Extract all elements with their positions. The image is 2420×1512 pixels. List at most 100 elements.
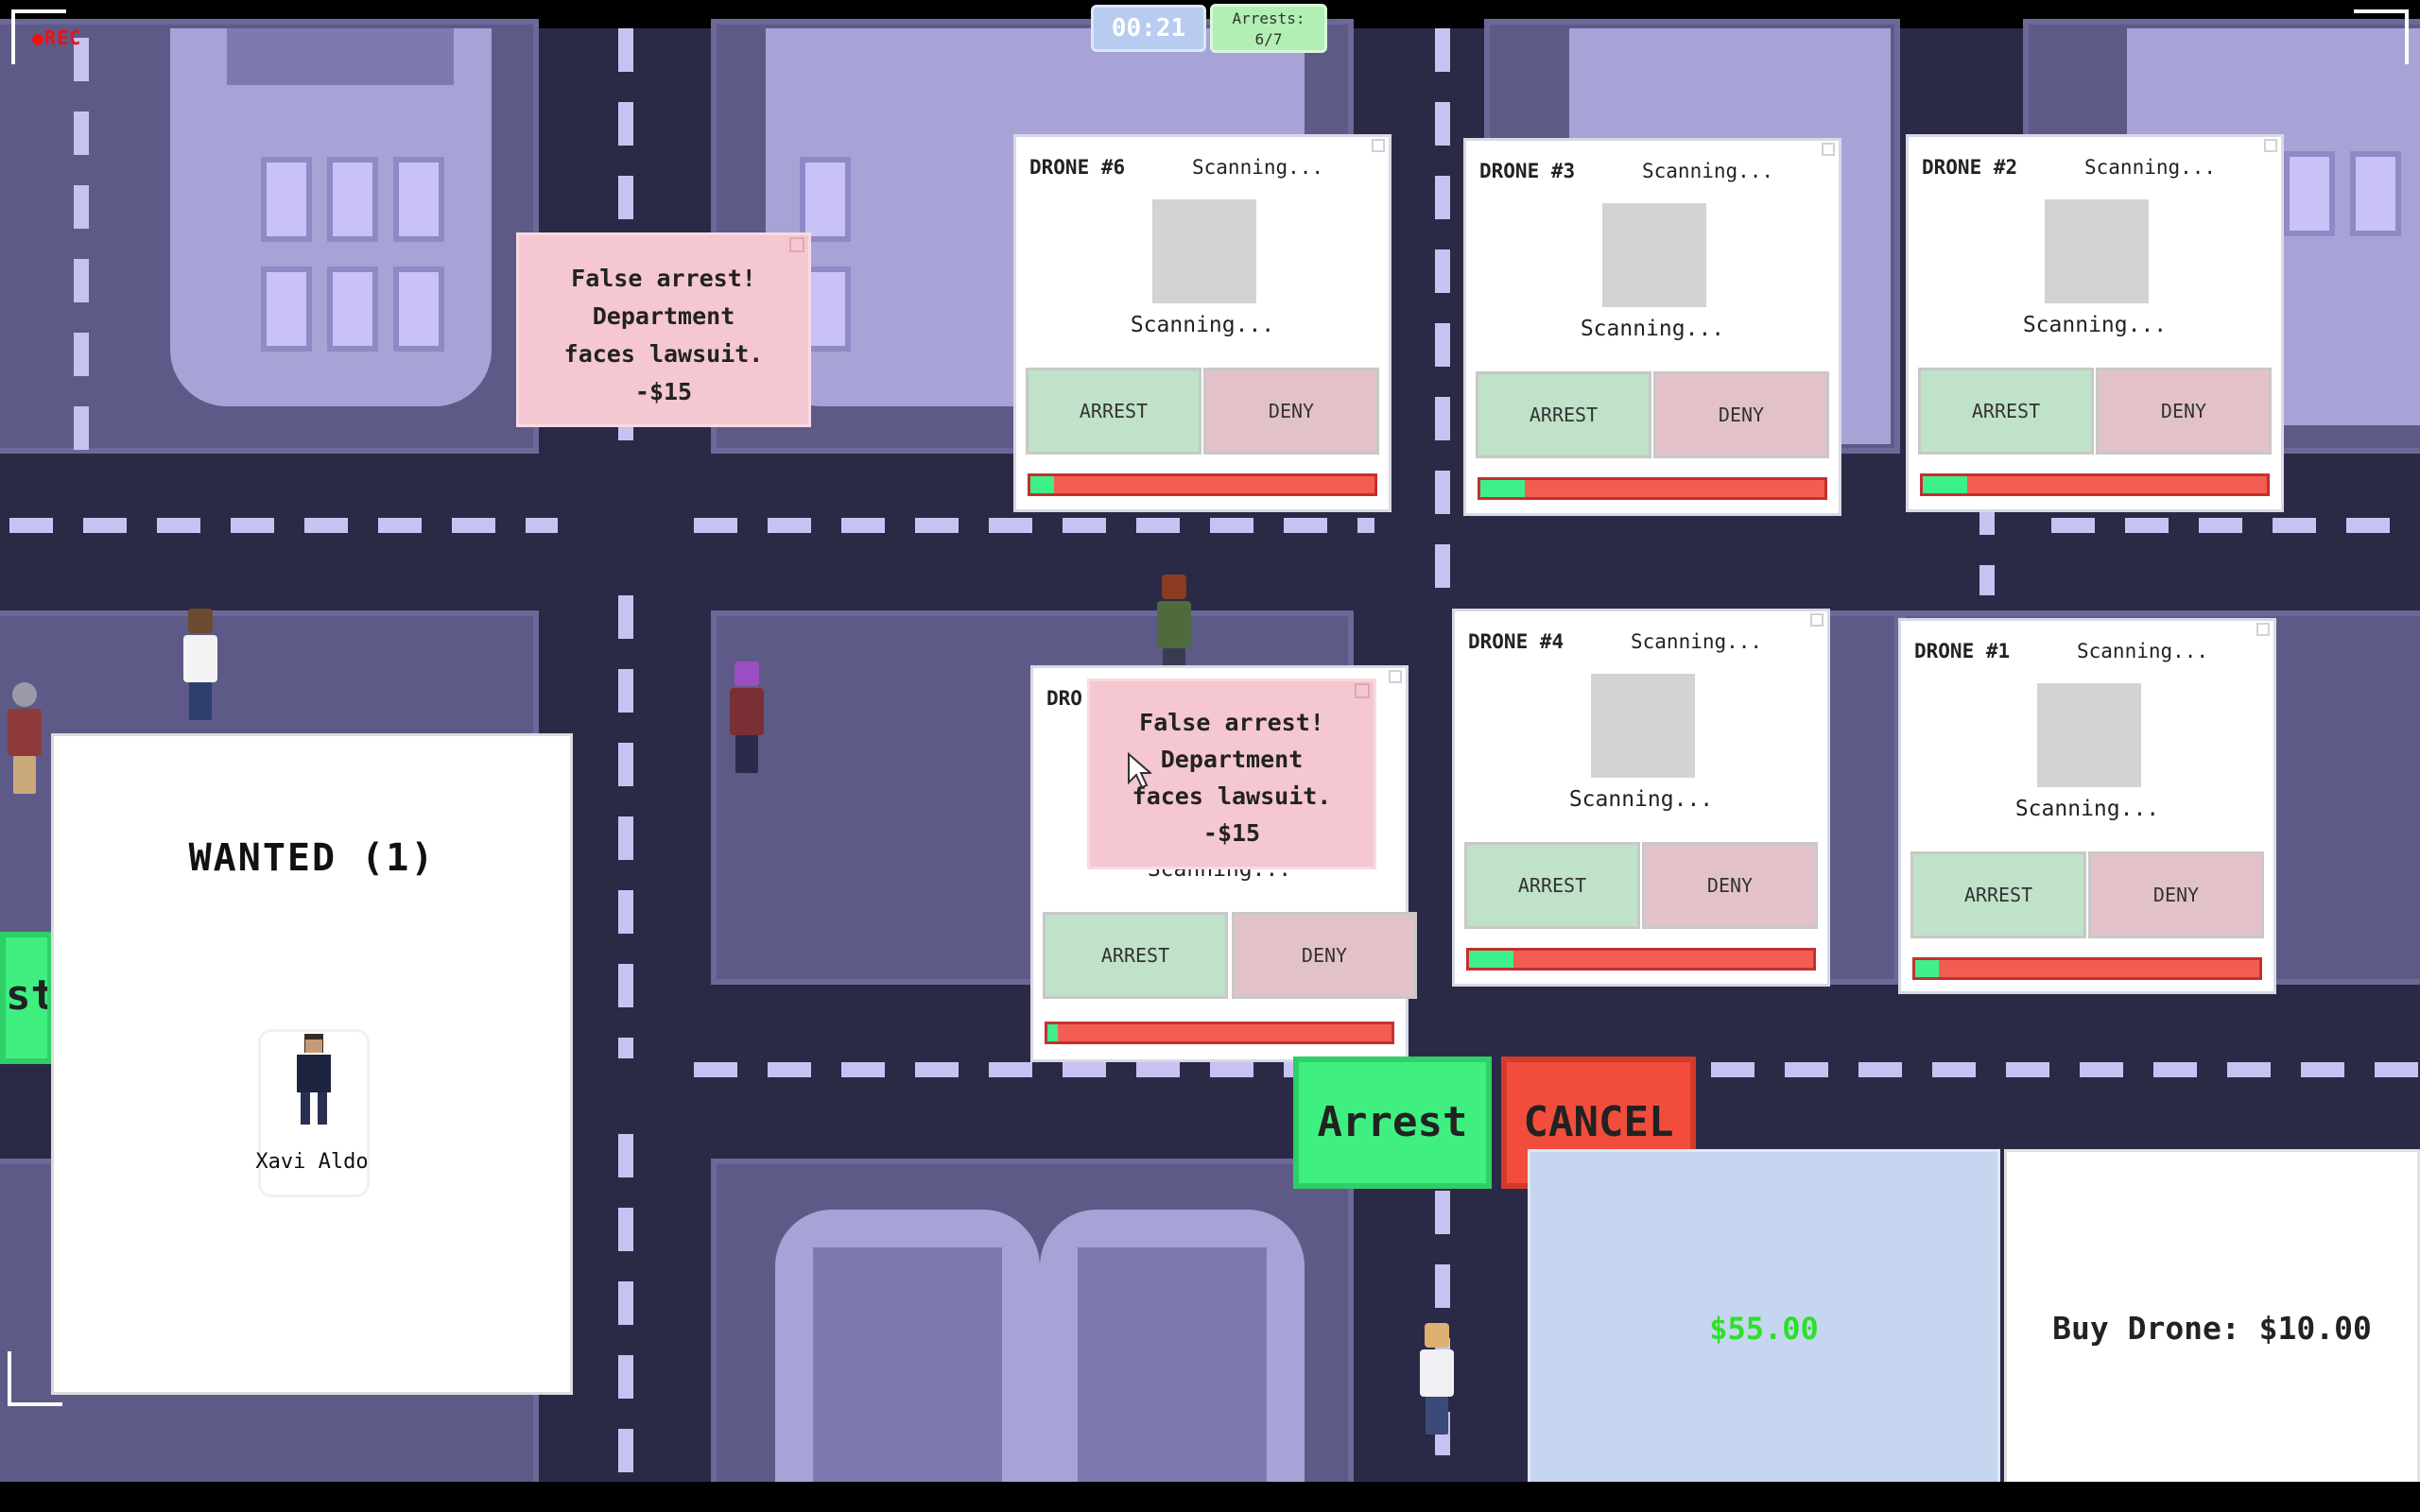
- drone-status: Scanning...: [1580, 317, 1725, 341]
- drone-deny-button[interactable]: DENY: [2096, 368, 2272, 455]
- drone-window-3[interactable]: DRONE #3 Scanning... Scanning... ARREST …: [1463, 138, 1841, 516]
- mouse-cursor-icon: [1128, 752, 1151, 789]
- window: [800, 157, 851, 242]
- wanted-panel: WANTED (1) Xavi Aldo: [51, 733, 573, 1395]
- window: [2350, 151, 2401, 236]
- side-tab-label: st: [6, 971, 53, 1020]
- building-detail: [1078, 1247, 1267, 1493]
- record-dot-icon: ●: [32, 26, 45, 49]
- timer: 00:21: [1091, 5, 1206, 52]
- false-arrest-notice[interactable]: False arrest! Department faces lawsuit. …: [1087, 679, 1376, 869]
- pedestrian[interactable]: [728, 662, 766, 773]
- notice-line: faces lawsuit.: [563, 340, 764, 368]
- close-icon[interactable]: [1355, 683, 1370, 698]
- drone-window-4[interactable]: DRONE #4 Scanning... Scanning... ARREST …: [1452, 609, 1830, 987]
- road-marking: [694, 518, 1374, 533]
- drone-deny-button[interactable]: DENY: [1653, 371, 1829, 458]
- money-balance: $55.00: [1528, 1149, 2000, 1508]
- road-marking: [2051, 518, 2420, 533]
- drone-scan-progress: [1912, 957, 2262, 980]
- drone-scan-progress: [1028, 473, 1377, 496]
- drone-label: DRONE #3: [1479, 160, 1576, 182]
- building-detail: [813, 1247, 1002, 1493]
- road-marking: [1979, 491, 1995, 595]
- drone-status: Scanning...: [1568, 787, 1714, 812]
- arrest-counter: Arrests: 6/7: [1210, 4, 1327, 53]
- window: [261, 157, 312, 242]
- drone-deny-button[interactable]: DENY: [1203, 368, 1379, 455]
- close-icon[interactable]: [1389, 670, 1402, 683]
- arrests-label: Arrests:: [1232, 9, 1305, 27]
- window: [327, 157, 378, 242]
- pedestrian[interactable]: [182, 609, 219, 720]
- frame-corner-icon: [2354, 9, 2409, 64]
- arrests-count: 6/7: [1254, 30, 1283, 48]
- pedestrian[interactable]: [1418, 1323, 1456, 1435]
- arrest-tab-partial[interactable]: st: [0, 932, 53, 1064]
- drone-label: DRO: [1046, 687, 1082, 710]
- drone-deny-button[interactable]: DENY: [2088, 851, 2264, 938]
- drone-scan-progress: [1045, 1022, 1394, 1044]
- bottom-bar: [0, 1482, 2420, 1512]
- close-icon[interactable]: [1810, 613, 1824, 627]
- progress-fill: [1047, 1024, 1058, 1041]
- drone-window-6[interactable]: DRONE #6 Scanning... Scanning... ARREST …: [1013, 134, 1392, 512]
- drone-window-1[interactable]: DRONE #1 Scanning... Scanning... ARREST …: [1898, 618, 2276, 994]
- drone-deny-button[interactable]: DENY: [1642, 842, 1818, 929]
- buy-drone-button[interactable]: Buy Drone: $10.00: [2004, 1149, 2420, 1508]
- window: [2284, 151, 2335, 236]
- close-icon[interactable]: [2264, 139, 2277, 152]
- suspect-name: Xavi Aldo: [255, 1150, 369, 1174]
- road-marking: [618, 1134, 633, 1484]
- window: [327, 266, 378, 352]
- false-arrest-notice[interactable]: False arrest! Department faces lawsuit. …: [516, 232, 811, 427]
- drone-label: DRONE #2: [1922, 156, 2018, 179]
- road-marking: [694, 1062, 1299, 1077]
- drone-arrest-button[interactable]: ARREST: [1910, 851, 2086, 938]
- window: [393, 157, 444, 242]
- notice-penalty: -$15: [634, 378, 693, 405]
- drone-arrest-button[interactable]: ARREST: [1026, 368, 1201, 455]
- notice-line: Department: [592, 302, 735, 330]
- drone-arrest-button[interactable]: ARREST: [1476, 371, 1651, 458]
- pedestrian[interactable]: [6, 682, 43, 794]
- drone-status: Scanning...: [2022, 313, 2168, 337]
- road-marking: [618, 595, 633, 1058]
- drone-status: Scanning...: [1130, 313, 1275, 337]
- close-icon[interactable]: [1372, 139, 1385, 152]
- close-icon[interactable]: [2256, 623, 2270, 636]
- drone-scan-progress: [1478, 477, 1827, 500]
- drone-arrest-button[interactable]: ARREST: [1464, 842, 1640, 929]
- drone-scan-progress: [1920, 473, 2270, 496]
- progress-fill: [1480, 480, 1526, 497]
- window: [261, 266, 312, 352]
- road-marking: [1435, 28, 1450, 614]
- road-marking: [1711, 1062, 2420, 1077]
- drone-header-status: Scanning...: [1631, 630, 1763, 653]
- drone-window-2[interactable]: DRONE #2 Scanning... Scanning... ARREST …: [1906, 134, 2284, 512]
- suspect-portrait: [297, 1034, 331, 1125]
- notice-line: Department: [1160, 746, 1304, 773]
- progress-fill: [1030, 476, 1055, 493]
- notice-line: False arrest!: [571, 265, 756, 292]
- rec-label: REC: [44, 26, 82, 49]
- suspect-photo: [1591, 674, 1695, 778]
- frame-corner-icon: [11, 9, 66, 64]
- suspect-card[interactable]: [258, 1029, 370, 1197]
- drone-deny-button[interactable]: DENY: [1232, 912, 1417, 999]
- notice-line: False arrest!: [1139, 709, 1324, 736]
- drone-arrest-button[interactable]: ARREST: [1918, 368, 2094, 455]
- progress-fill: [1923, 476, 1968, 493]
- drone-arrest-button[interactable]: ARREST: [1043, 912, 1228, 999]
- drone-scan-progress: [1466, 948, 1816, 971]
- wanted-title: WANTED (1): [188, 836, 436, 880]
- suspect-photo: [2045, 199, 2149, 303]
- close-icon[interactable]: [1822, 143, 1835, 156]
- notice-penalty: -$15: [1202, 819, 1261, 847]
- drone-header-status: Scanning...: [1192, 156, 1324, 179]
- close-icon[interactable]: [789, 237, 804, 252]
- suspect-photo: [1152, 199, 1256, 303]
- drone-header-status: Scanning...: [2077, 640, 2209, 662]
- arrest-button[interactable]: Arrest: [1293, 1057, 1492, 1189]
- notice-line: faces lawsuit.: [1132, 782, 1332, 810]
